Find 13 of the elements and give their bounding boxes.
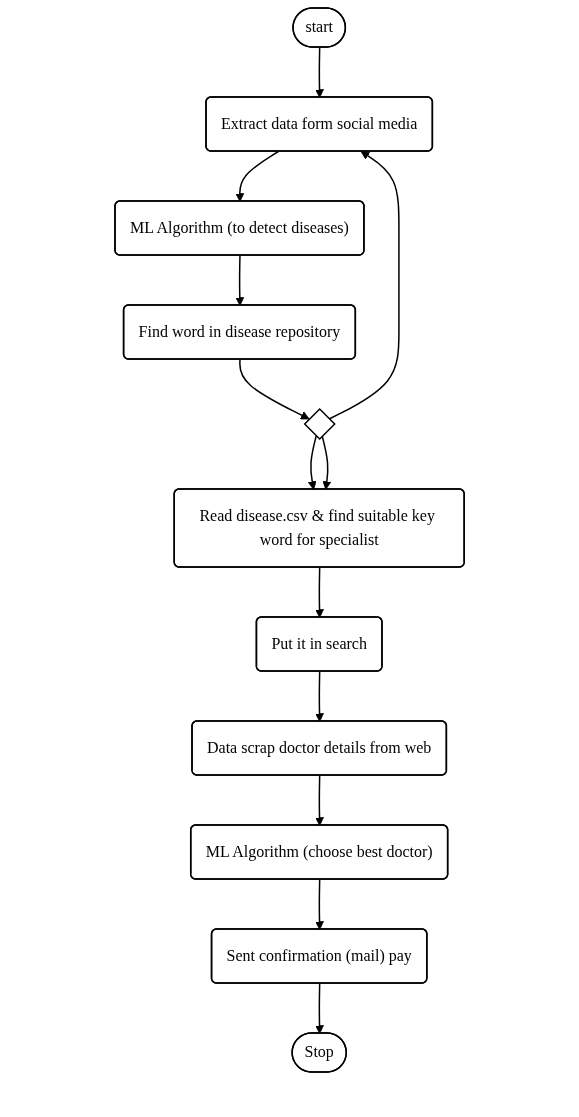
arrow <box>315 878 324 930</box>
arrow <box>235 150 279 202</box>
node-diamond <box>303 407 336 441</box>
arrow <box>307 435 317 490</box>
arrow <box>328 151 400 420</box>
arrow <box>321 435 332 490</box>
arrow <box>315 774 324 826</box>
arrow <box>239 358 310 420</box>
arrow <box>315 670 324 722</box>
arrow <box>315 982 324 1034</box>
arrow <box>315 46 324 98</box>
arrow <box>235 254 245 306</box>
arrow <box>315 566 324 618</box>
